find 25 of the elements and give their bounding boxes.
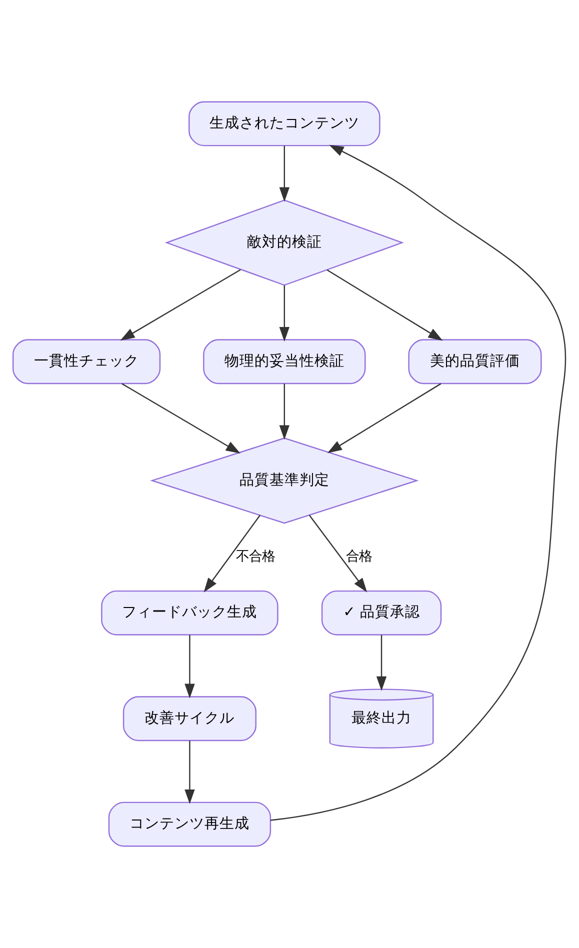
node-box: ✓ 品質承認: [321, 590, 442, 636]
node-box: 一貫性チェック: [12, 339, 161, 384]
arrow: [279, 384, 290, 440]
node-box: 改善サイクル: [122, 696, 256, 742]
arrow: [204, 514, 260, 592]
edge-label: 不合格: [236, 549, 275, 564]
node-diamond: 品質基準判定: [150, 437, 419, 524]
node-box: フィードバック生成: [101, 590, 278, 636]
arrow: [308, 514, 368, 592]
arrow: [327, 383, 442, 454]
arrow: [120, 269, 241, 341]
arrow: [326, 270, 443, 341]
node-box: 物理的妥当性検証: [203, 339, 366, 384]
node-box: 美的品質評価: [408, 339, 542, 384]
arrow: [184, 635, 195, 698]
arrow: [376, 635, 387, 691]
arrow: [122, 383, 240, 454]
node-diamond: 敵対的検証: [164, 200, 404, 286]
arrow: [279, 285, 290, 342]
node-box: 生成されたコンテンツ: [188, 101, 380, 146]
arrow: [279, 146, 290, 202]
arrow: [270, 144, 566, 821]
edge-label: 合格: [346, 549, 372, 564]
node-box: コンテンツ再生成: [108, 802, 272, 847]
arrow: [184, 740, 195, 804]
